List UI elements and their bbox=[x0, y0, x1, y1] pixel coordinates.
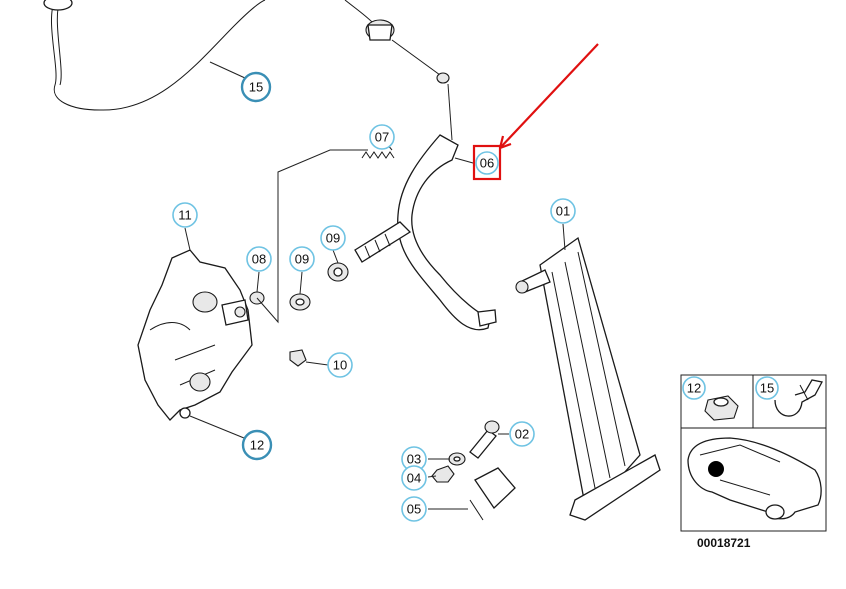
switch-part bbox=[469, 467, 516, 521]
washer-part bbox=[448, 452, 466, 466]
bushing-part-a bbox=[289, 293, 311, 311]
throttle-cable bbox=[43, 0, 450, 111]
clip-part bbox=[289, 349, 307, 367]
callout-15: 15 bbox=[240, 71, 272, 103]
callout-07: 07 bbox=[369, 124, 395, 150]
pedal-housing bbox=[137, 249, 253, 421]
callout-12: 12 bbox=[241, 429, 273, 461]
callout-07-label: 07 bbox=[375, 130, 389, 145]
callout-06-highlighted: 06 bbox=[472, 144, 502, 181]
callout-04-label: 04 bbox=[407, 471, 421, 486]
callout-11: 11 bbox=[172, 202, 198, 228]
location-marker bbox=[708, 461, 724, 477]
callout-12-label: 12 bbox=[250, 438, 264, 453]
figure-number: 00018721 bbox=[697, 536, 751, 550]
callout-15-label: 15 bbox=[249, 80, 263, 95]
hex-nut-part bbox=[431, 465, 455, 483]
pedal-plate bbox=[515, 236, 661, 521]
callout-02: 02 bbox=[509, 421, 535, 447]
callout-04: 04 bbox=[401, 465, 427, 491]
callout-06-label: 06 bbox=[480, 156, 494, 171]
inset-car-icon bbox=[687, 437, 822, 520]
inset-callout-12: 12 bbox=[682, 376, 706, 400]
callout-02-label: 02 bbox=[515, 427, 529, 442]
inset-label-15: 15 bbox=[760, 381, 774, 396]
callout-01-label: 01 bbox=[556, 204, 570, 219]
callout-09-b-label: 09 bbox=[326, 231, 340, 246]
callout-01: 01 bbox=[550, 198, 576, 224]
bushing-part-b bbox=[327, 262, 349, 282]
highlight-box bbox=[472, 144, 502, 181]
callout-11-label: 11 bbox=[178, 208, 192, 223]
callout-05-label: 05 bbox=[407, 502, 421, 517]
inset-clip-icon bbox=[774, 379, 823, 417]
bolt-part bbox=[469, 420, 500, 459]
callout-10-label: 10 bbox=[333, 358, 347, 373]
red-arrow bbox=[498, 43, 599, 150]
inset-panel: 12 15 bbox=[680, 374, 827, 532]
callout-03-label: 03 bbox=[407, 452, 421, 467]
callout-05: 05 bbox=[401, 496, 427, 522]
inset-nut-icon bbox=[704, 395, 739, 421]
callout-03: 03 bbox=[401, 446, 427, 472]
callout-08-label: 08 bbox=[252, 252, 266, 267]
inset-label-12: 12 bbox=[687, 381, 701, 396]
pedal-lever bbox=[354, 134, 497, 331]
spring-part bbox=[361, 151, 395, 159]
callout-10: 10 bbox=[327, 352, 353, 378]
callout-09-a-label: 09 bbox=[295, 252, 309, 267]
callout-09-b: 09 bbox=[320, 225, 346, 251]
callout-09-a: 09 bbox=[289, 246, 315, 272]
inset-callout-15: 15 bbox=[755, 376, 779, 400]
callout-08: 08 bbox=[246, 246, 272, 272]
